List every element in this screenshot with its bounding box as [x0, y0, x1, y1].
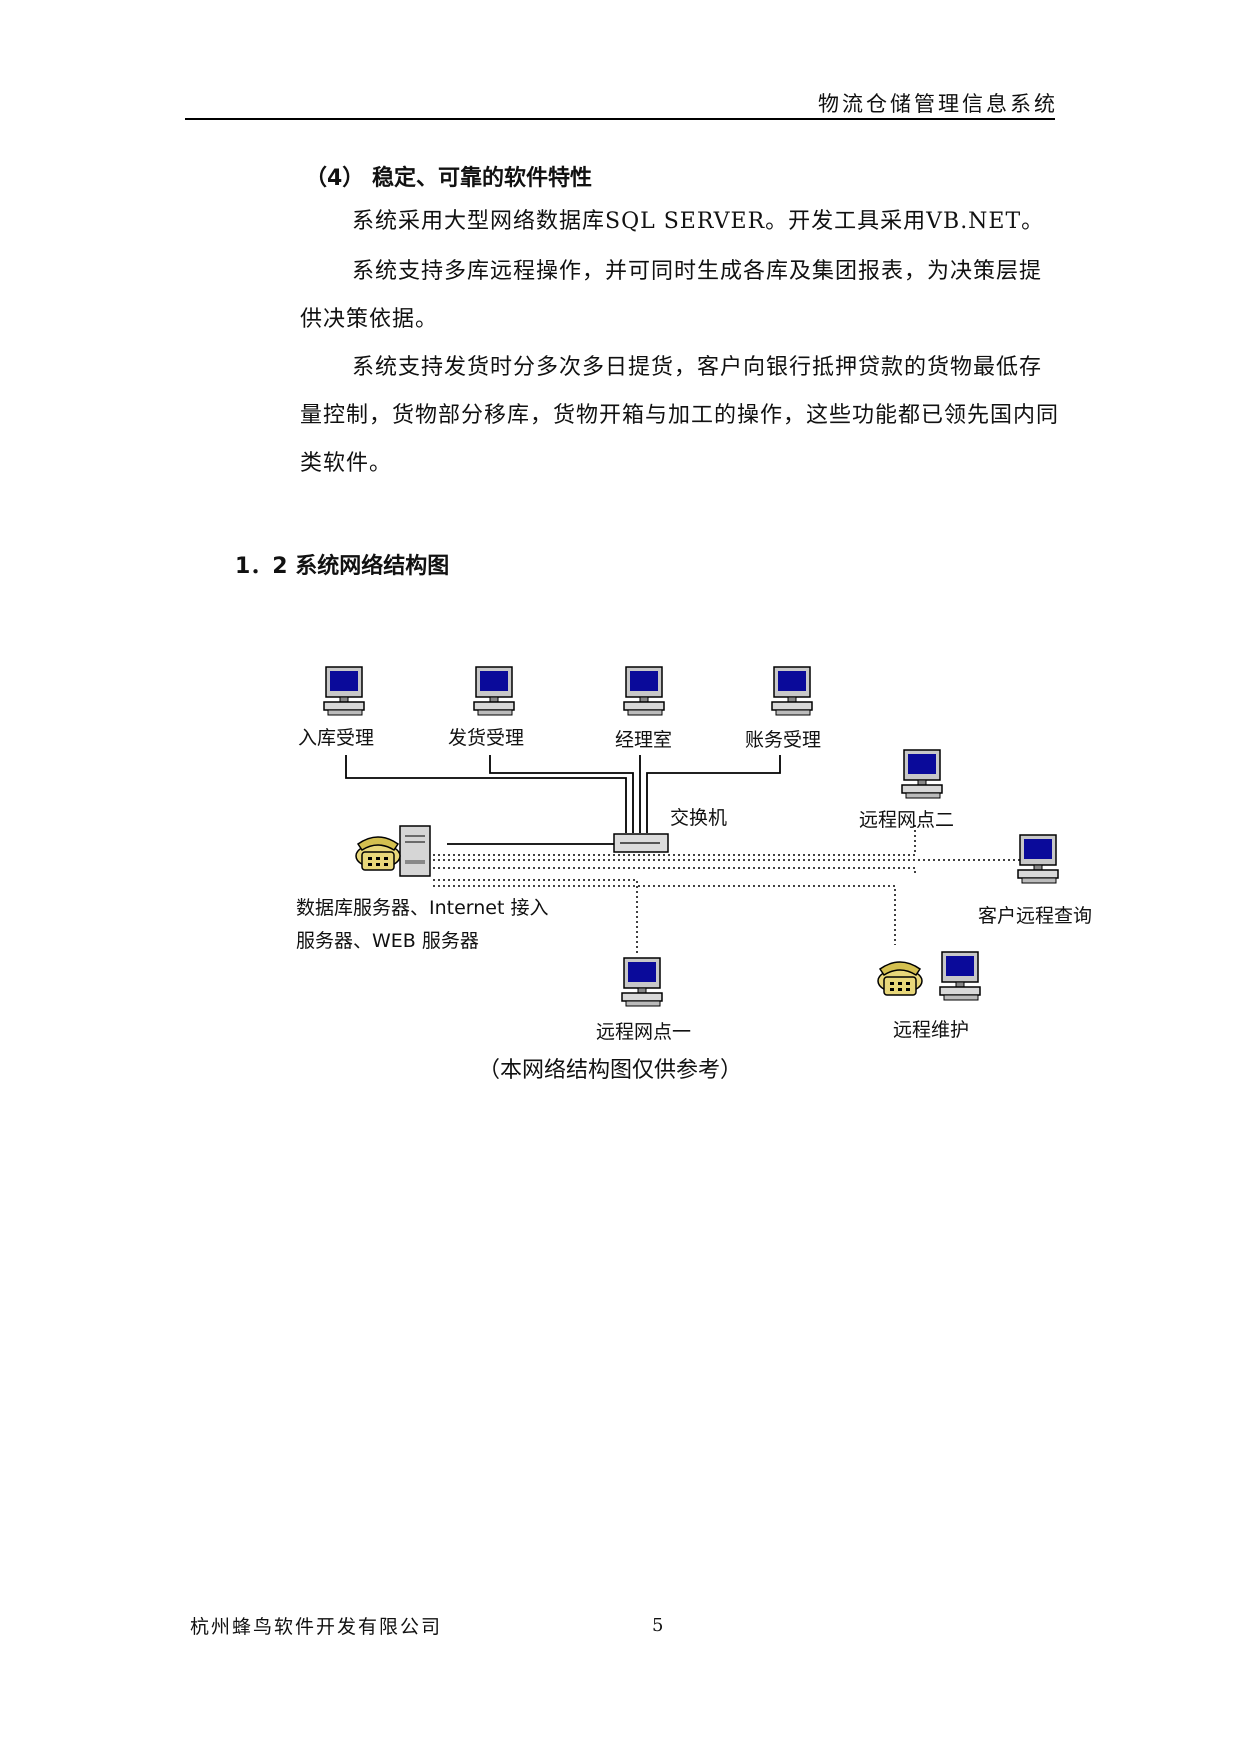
computer-icon [621, 957, 663, 1007]
switch-icon [613, 833, 669, 853]
computer-icon [901, 749, 943, 799]
connection-lines [345, 755, 781, 845]
node-label-inbound: 入库受理 [298, 727, 374, 749]
node-label-server-line1: 数据库服务器、Internet 接入 [296, 897, 548, 919]
header-rule [185, 118, 1055, 120]
computer-icon [939, 951, 981, 1001]
footer-company: 杭州蜂鸟软件开发有限公司 [190, 1616, 443, 1638]
node-label-switch: 交换机 [670, 807, 727, 829]
paragraph: 系统支持发货时分多次多日提货，客户向银行抵押贷款的货物最低存量控制，货物部分移库… [300, 355, 1060, 476]
server-icon [399, 825, 431, 877]
computer-icon [473, 666, 515, 716]
node-label-remote2: 远程网点二 [859, 809, 954, 831]
node-label-shipping: 发货受理 [448, 727, 524, 749]
computer-icon [1017, 834, 1059, 884]
paragraph: 系统支持多库远程操作，并可同时生成各库及集团报表，为决策层提供决策依据。 [300, 259, 1043, 332]
dotted-lines [433, 825, 1020, 955]
paragraph: 系统采用大型网络数据库SQL SERVER。开发工具采用VB.NET。 [352, 209, 1045, 234]
section-heading: （4） 稳定、可靠的软件特性 [305, 166, 592, 191]
node-label-server-line2: 服务器、WEB 服务器 [296, 930, 479, 952]
node-label-remote-maint: 远程维护 [893, 1019, 969, 1041]
subsection-heading: 1．2 系统网络结构图 [235, 554, 450, 579]
phone-icon [877, 961, 923, 996]
computer-icon [323, 666, 365, 716]
page-number: 5 [652, 1615, 664, 1636]
node-label-manager: 经理室 [615, 729, 672, 751]
header-title: 物流仓储管理信息系统 [818, 92, 1058, 116]
computer-icon [623, 666, 665, 716]
computer-icon [771, 666, 813, 716]
node-label-remote1: 远程网点一 [596, 1021, 691, 1043]
phone-icon [355, 836, 401, 871]
node-label-client-query: 客户远程查询 [978, 905, 1092, 927]
diagram-caption: （本网络结构图仅供参考） [478, 1058, 743, 1083]
node-label-accounts: 账务受理 [745, 729, 821, 751]
